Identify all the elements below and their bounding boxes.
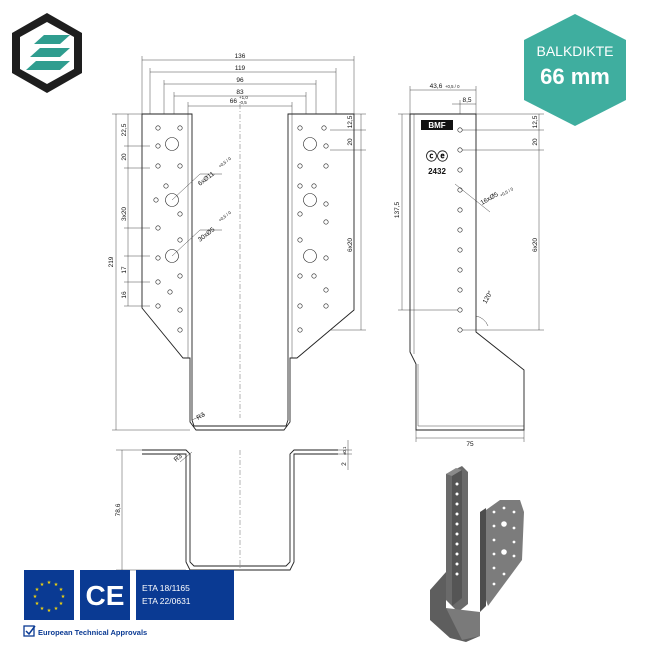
callout-16xd5: 16xØ5 [480, 191, 500, 207]
product-3d-render [430, 466, 524, 642]
svg-text:★: ★ [47, 580, 52, 586]
certification-block: ★★★ ★★★ ★★★ ★★★ CE ETA 18/1165 ETA 22/06… [23, 570, 234, 637]
side-dim-20: 20 [532, 138, 539, 146]
dim-43-6: 43,6 [430, 83, 443, 90]
front-holes [153, 125, 329, 333]
cert-footer: European Technical Approvals [38, 628, 147, 637]
dim-66-tol-lower: -0,5 [239, 100, 247, 105]
dim-96: 96 [236, 77, 244, 84]
dim-75: 75 [466, 441, 474, 448]
ce-box [80, 570, 130, 620]
dim-66-tol-upper: +1,0 [239, 95, 248, 100]
dim-16: 16 [121, 291, 128, 299]
dim-78-6: 78,6 [115, 503, 122, 516]
front-view: 136 119 96 83 66 +1,0 -0,5 219 [108, 53, 366, 431]
front-right-dimensions: 12,5 20 6x20 [330, 113, 366, 331]
callout-6xd11: 6xØ11 [197, 170, 216, 187]
badge-value: 66 mm [540, 64, 610, 89]
svg-text:★: ★ [54, 606, 59, 612]
callout-30xd5-tol: +0,5 / 0 [218, 210, 233, 223]
badge-hexagon [524, 14, 626, 126]
beam-thickness-badge: BALKDIKTE 66 mm [524, 14, 626, 126]
thickness-2: 2 [341, 462, 348, 466]
dim-8-5: 8,5 [462, 97, 471, 104]
svg-text:★: ★ [35, 587, 40, 593]
svg-text:★: ★ [54, 582, 59, 588]
svg-text:★: ★ [40, 606, 45, 612]
dim-137-5: 137,5 [394, 201, 401, 218]
check-icon [23, 625, 35, 637]
dim-3x20: 3x20 [121, 207, 128, 221]
dim-83: 83 [236, 89, 244, 96]
dim-43-6-tol: +0,5 / 0 [445, 84, 460, 89]
dim-6x20-right: 6x20 [347, 238, 354, 252]
stamp-brand: BMF [428, 121, 445, 130]
eta-line-1: ETA 18/1165 [142, 583, 190, 593]
svg-text:★: ★ [59, 601, 64, 607]
dim-20-right: 20 [347, 138, 354, 146]
eu-flag [24, 570, 74, 620]
callout-30xd5: 30xØ5 [197, 226, 217, 244]
dim-136: 136 [235, 53, 246, 60]
front-callouts: 6xØ11 +0,5 / 0 30xØ5 +0,5 / 0 R3 [171, 156, 233, 422]
front-top-dimensions: 136 119 96 83 66 +1,0 -0,5 [141, 53, 355, 114]
side-holes [457, 127, 463, 333]
eta-line-2: ETA 22/0631 [142, 596, 191, 606]
badge-label: BALKDIKTE [536, 43, 613, 59]
angle-120: 120° [481, 289, 495, 305]
svg-text:★: ★ [47, 608, 52, 614]
svg-text:★: ★ [40, 582, 45, 588]
front-radius: R3 [196, 411, 207, 421]
ce-mark: CE [86, 580, 125, 611]
svg-text:★: ★ [35, 601, 40, 607]
dim-17: 17 [121, 266, 128, 274]
svg-text:★: ★ [59, 587, 64, 593]
svg-text:ⓒⓔ: ⓒⓔ [426, 149, 448, 163]
eu-stars: ★★★ ★★★ ★★★ ★★★ [33, 580, 66, 614]
dim-119: 119 [235, 65, 246, 72]
svg-text:★: ★ [61, 594, 66, 600]
callout-6xd11-tol: +0,5 / 0 [218, 156, 233, 169]
dim-20-left: 20 [121, 153, 128, 161]
side-view: 43,6 +0,5 / 0 8,5 137,5 12,5 20 6x20 BMF… [394, 83, 544, 448]
svg-text:★: ★ [33, 594, 38, 600]
dim-219: 219 [108, 256, 115, 267]
eta-box [136, 570, 234, 620]
thickness-tol: ±0,1 [342, 446, 347, 455]
dim-22-5: 22,5 [121, 123, 128, 136]
brand-stamp: BMF 2432 ⓒⓔ [421, 120, 453, 176]
stamp-code: 2432 [428, 167, 446, 176]
bottom-radius: R3 [173, 453, 184, 464]
company-logo [12, 13, 82, 93]
side-dim-12-5: 12,5 [532, 115, 539, 128]
dim-12-5-right: 12,5 [347, 115, 354, 128]
callout-16xd5-tol: +0,5 / 0 [499, 186, 515, 198]
front-left-dimensions: 219 22,5 20 3x20 17 16 [108, 113, 190, 431]
dim-66: 66 [230, 98, 238, 105]
side-dim-6x20: 6x20 [532, 238, 539, 252]
bottom-view: 78,6 R3 2 ±0,1 [115, 440, 352, 571]
